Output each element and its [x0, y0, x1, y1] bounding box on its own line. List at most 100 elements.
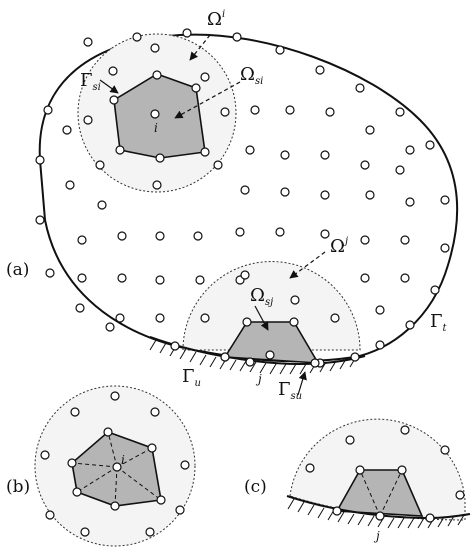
node [365, 190, 375, 200]
node [175, 505, 185, 515]
label-gamma-su: Γsu [278, 379, 302, 402]
node [325, 107, 335, 117]
label-node-j-c: j [373, 529, 380, 543]
node [355, 465, 365, 475]
boundary-hatching-c [287, 498, 465, 529]
node [35, 155, 45, 165]
node [355, 83, 365, 93]
node [77, 235, 87, 245]
label-gamma-t: Γt [430, 311, 448, 334]
support-domain-j [182, 261, 361, 351]
node [310, 358, 320, 368]
node [147, 443, 157, 453]
node [220, 352, 230, 362]
label-omega-j: Ωj [330, 236, 348, 257]
node [360, 160, 370, 170]
arrow-gamma-su [297, 371, 307, 396]
node [156, 495, 166, 505]
label-omega-si: Ωsi [240, 64, 263, 87]
node [97, 200, 107, 210]
node [430, 285, 440, 295]
node [108, 66, 118, 76]
node [83, 37, 93, 47]
node [232, 32, 242, 42]
node [152, 180, 162, 190]
node [150, 43, 160, 53]
node [360, 273, 370, 283]
arrow-omega-j [289, 251, 326, 279]
node [112, 462, 122, 472]
node [83, 115, 93, 125]
panel-a: (a) Ωi Ωsi Γsi i Ωj Ωsj Γt Γu j Γsu [6, 9, 459, 402]
node [400, 273, 410, 283]
node [440, 243, 450, 253]
node [245, 357, 255, 367]
node [155, 231, 165, 241]
node [332, 506, 342, 516]
node [240, 270, 250, 280]
arrow-omega-sj [254, 305, 269, 331]
node [250, 105, 260, 115]
node [289, 317, 299, 327]
node [115, 313, 125, 323]
triangulation-b [71, 431, 162, 507]
node [45, 510, 55, 520]
node [150, 407, 160, 417]
node [405, 320, 415, 330]
node [72, 487, 82, 497]
arrow-omega-i [189, 34, 211, 61]
node [80, 527, 90, 537]
node [43, 105, 53, 115]
node [315, 65, 325, 75]
label-gamma-si: Γsi [80, 70, 101, 93]
node [400, 235, 410, 245]
label-gamma-u: Γu [182, 366, 201, 389]
node [67, 458, 77, 468]
node [95, 160, 105, 170]
node [235, 227, 245, 237]
node [375, 340, 385, 350]
node [40, 450, 50, 460]
node [425, 140, 435, 150]
node [152, 70, 162, 80]
node [75, 303, 85, 313]
node [105, 322, 115, 332]
node [213, 160, 223, 170]
node [350, 352, 360, 362]
node [155, 275, 165, 285]
node [330, 313, 340, 323]
node [280, 187, 290, 197]
label-node-i: i [154, 121, 158, 135]
node [375, 305, 385, 315]
node [395, 165, 405, 175]
nodes-panel-c [305, 425, 465, 523]
node [275, 227, 285, 237]
node [155, 153, 165, 163]
arrow-gamma-si [99, 79, 119, 94]
node [275, 45, 285, 55]
node [62, 125, 72, 135]
node [109, 95, 119, 105]
node [65, 180, 75, 190]
node [117, 231, 127, 241]
node [200, 147, 210, 157]
node [400, 425, 410, 435]
node [117, 273, 127, 283]
node [320, 150, 330, 160]
node [395, 107, 405, 117]
node [110, 501, 120, 511]
node [265, 350, 275, 360]
node [245, 145, 255, 155]
node [77, 273, 87, 283]
node [405, 145, 415, 155]
node [425, 513, 435, 523]
node [132, 32, 142, 42]
node [170, 341, 180, 351]
node [360, 235, 370, 245]
node [220, 107, 230, 117]
panel-c: (c) j [244, 418, 471, 543]
label-node-i-b: i [121, 453, 125, 467]
node [70, 407, 80, 417]
nodes-panel-b [40, 391, 190, 537]
